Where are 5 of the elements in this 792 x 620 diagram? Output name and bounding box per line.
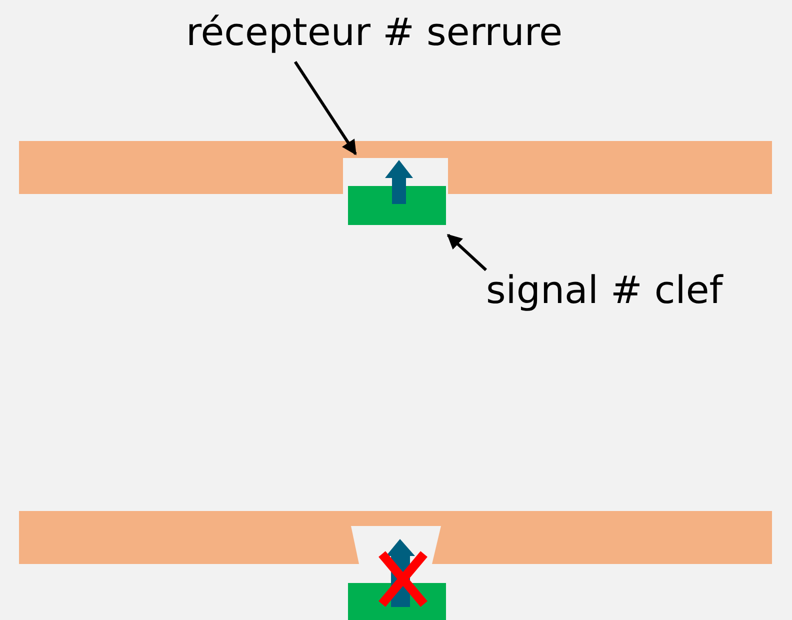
leader-arrow — [446, 234, 488, 272]
annotation-label: signal # clef — [486, 270, 723, 312]
annotation-label: récepteur # serrure — [186, 12, 563, 54]
signal-key-drawing — [348, 160, 446, 225]
leader-arrow — [294, 60, 357, 156]
